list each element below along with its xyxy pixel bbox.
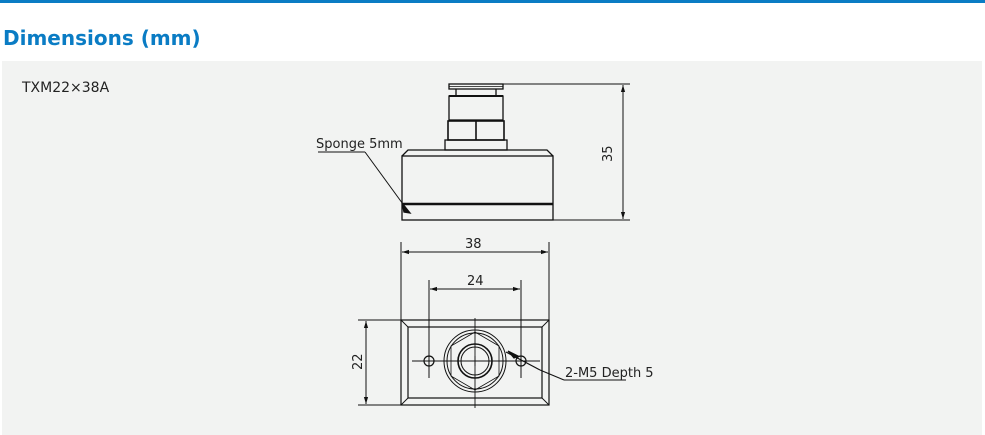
hole-label: 2-M5 Depth 5: [565, 366, 654, 381]
top-accent-rule: [0, 0, 985, 3]
dimensions-panel: [2, 61, 982, 435]
model-label: TXM22×38A: [22, 80, 110, 96]
side-view: [318, 83, 630, 221]
sponge-label: Sponge 5mm: [316, 137, 403, 152]
hole-spacing-dimension: 24: [467, 274, 484, 289]
width-dimension: 38: [465, 237, 482, 252]
section-title: Dimensions (mm): [3, 26, 201, 50]
bottom-view: [358, 242, 626, 408]
depth-dimension: 22: [351, 353, 366, 370]
height-dimension: 35: [601, 145, 616, 162]
